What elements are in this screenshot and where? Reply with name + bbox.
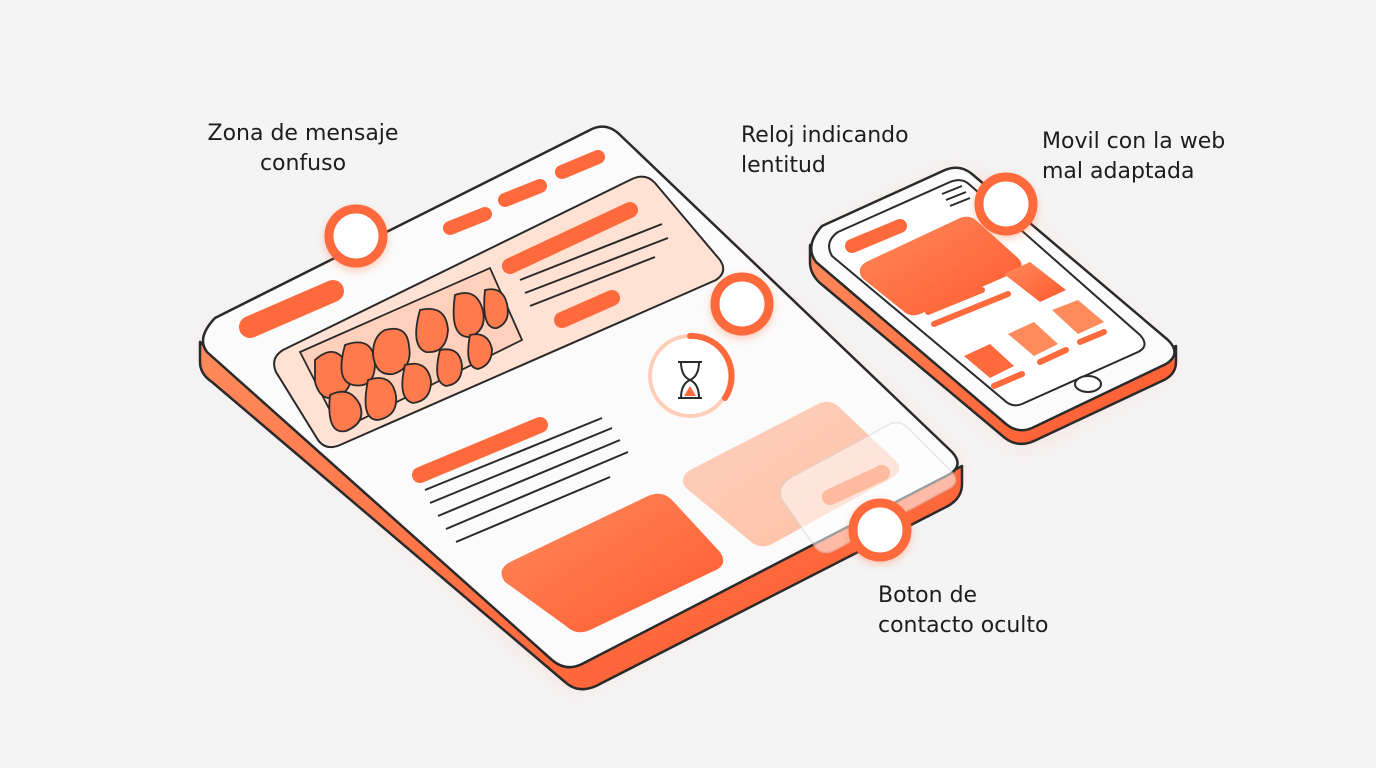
hero-button-bar (554, 290, 620, 328)
phone-text-line (931, 291, 1011, 327)
phone-square-block (964, 344, 1014, 378)
phone-menu-line (949, 197, 971, 207)
phone-header-bar (845, 219, 907, 253)
label-line: contacto oculto (878, 613, 1049, 638)
nav-pill (498, 179, 547, 207)
phone-text-line (991, 371, 1025, 389)
label-line: Movil con la web (1042, 129, 1226, 154)
label-line: Reloj indicando (741, 123, 909, 148)
hidden-contact-button[interactable] (822, 465, 890, 505)
loading-clock (648, 332, 735, 418)
circle-marker-icon (974, 172, 1038, 236)
section-text-line (455, 476, 611, 543)
circle-marker-icon (848, 498, 912, 562)
label-line: Boton de (878, 583, 978, 608)
logo-pill (239, 280, 344, 338)
section-text-line (437, 439, 621, 517)
label-slow-clock: Reloj indicando lentitud (741, 121, 909, 181)
hero-text-line (529, 256, 656, 307)
label-hidden-contact-button: Boton de contacto oculto (878, 581, 1048, 641)
phone-square-block (1004, 262, 1066, 302)
nav-pill (555, 150, 605, 179)
phone-menu-line (945, 191, 967, 201)
label-mobile-not-adapted: Movil con la web mal adaptada (1042, 127, 1225, 187)
phone-menu-line (941, 185, 963, 195)
label-line: confuso (259, 151, 347, 176)
desktop-panel-base (198, 340, 964, 691)
home-button-icon[interactable] (1074, 375, 1102, 393)
phone-square-block (1008, 322, 1058, 356)
hero-text-line (519, 223, 663, 281)
phone-text-line (925, 287, 985, 315)
confusing-pattern (298, 266, 524, 433)
phone-square-block (1052, 300, 1104, 334)
faded-card (682, 401, 900, 547)
phone-hero-block (859, 216, 1022, 316)
nav-pill (443, 207, 492, 235)
hero-text-line (524, 237, 669, 294)
label-line: lentitud (741, 153, 826, 178)
desktop-panel (198, 125, 964, 691)
label-line: Zona de mensaje (207, 121, 399, 146)
section-heading-bar (412, 417, 548, 483)
circle-marker-icon (324, 204, 388, 268)
label-confusing-message: Zona de mensaje confuso (196, 119, 410, 179)
clock-progress-arc (687, 332, 735, 401)
circle-marker-icon (710, 272, 774, 336)
mobile-phone (808, 166, 1178, 446)
feature-card (501, 493, 724, 633)
section-text-line (445, 451, 629, 530)
hourglass-icon (678, 361, 702, 399)
section-text-line (429, 427, 613, 504)
label-line: mal adaptada (1042, 159, 1195, 184)
phone-text-line (1077, 329, 1107, 345)
hero-heading-bar (502, 202, 638, 274)
section-text-line (424, 417, 603, 491)
phone-text-line (1037, 347, 1069, 365)
